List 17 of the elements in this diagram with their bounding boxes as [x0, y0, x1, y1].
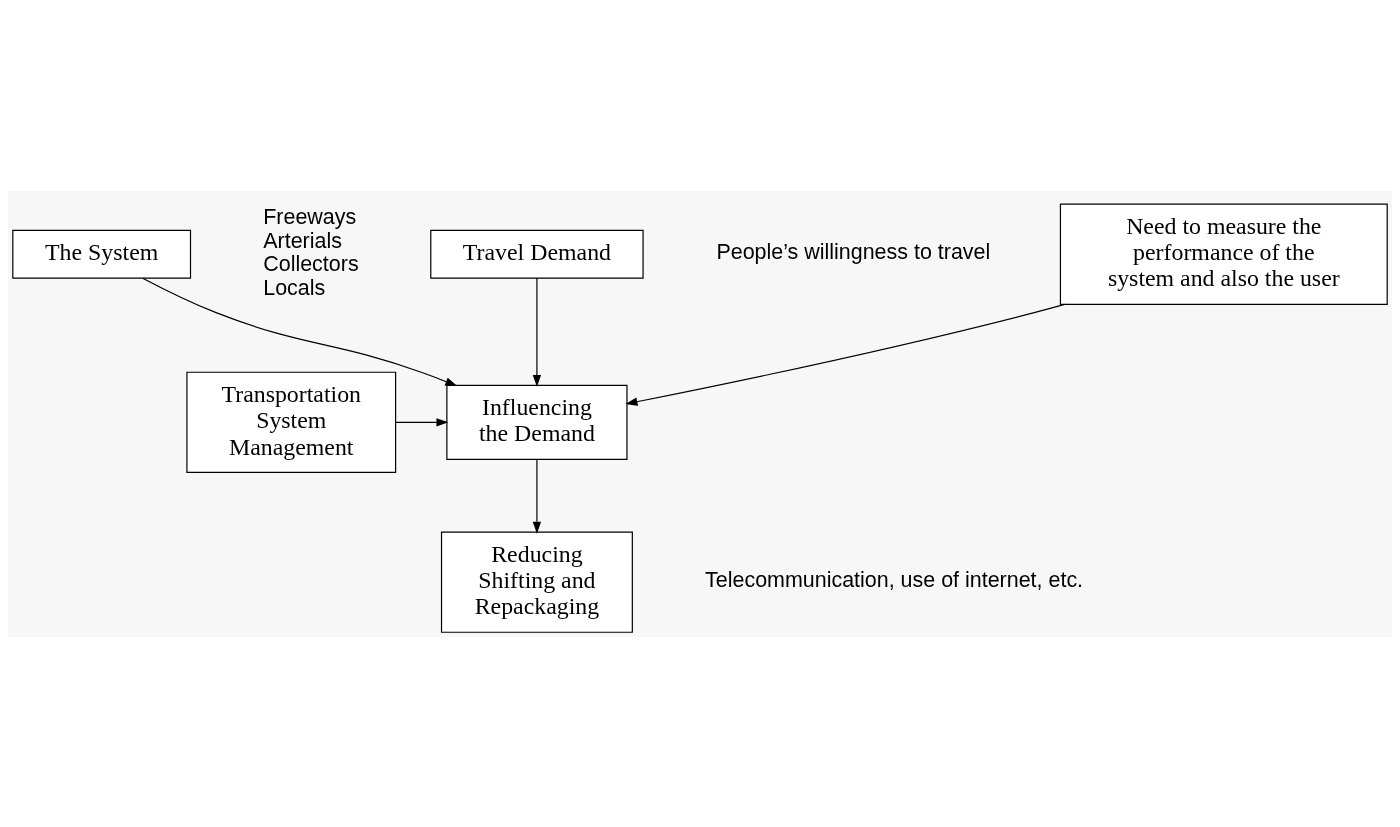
arrow — [142, 277, 458, 386]
node-box: Influencing the Demand — [446, 384, 628, 460]
node-label: People’s willingness to travel — [716, 239, 991, 264]
arrow — [532, 458, 542, 534]
node-box: Travel Demand — [430, 229, 644, 279]
node-box: Need to measure the performance of the system and also the user — [1059, 203, 1388, 305]
node-label: Freeways — [263, 204, 357, 229]
node-box: Reducing Shifting and Repackaging — [440, 530, 633, 633]
arrow — [625, 303, 1066, 406]
node-label: Arterials — [263, 228, 342, 253]
node-box: Transportation System Management — [186, 371, 397, 473]
node-label: Collectors — [263, 251, 359, 276]
node-label: Telecommunication, use of internet, etc. — [705, 567, 1084, 592]
node-label: Locals — [263, 275, 326, 300]
arrow — [532, 277, 542, 387]
node-box: The System — [12, 229, 192, 279]
arrow — [395, 417, 449, 427]
